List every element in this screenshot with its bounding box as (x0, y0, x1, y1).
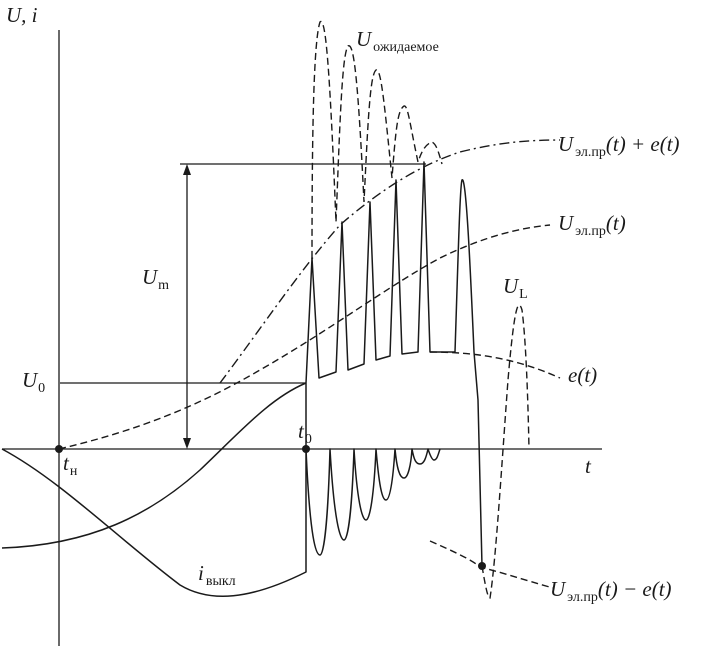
e-curve (429, 351, 561, 379)
y-axis-label: U, i (6, 3, 38, 27)
u-el-minus-e-curve (429, 540, 554, 589)
precurrent-curve (1, 382, 307, 549)
label-u-l: UL (503, 274, 528, 302)
um-arrow-head-bottom (183, 438, 191, 449)
um-arrow-head-top (183, 164, 191, 175)
u-l-curve (481, 304, 530, 599)
u-el-curve (58, 224, 551, 450)
t0-point (302, 445, 310, 453)
label-u0: U0 (22, 368, 45, 396)
u-main-voltage (305, 161, 483, 567)
min-point (478, 562, 486, 570)
tn-point (55, 445, 63, 453)
i-current-pulses (305, 448, 441, 556)
u-expected-curve (311, 20, 443, 259)
u-el-plus-e-curve (219, 139, 561, 384)
label-um: Um (142, 265, 169, 293)
x-axis-label: t (585, 454, 592, 478)
label-e: e(t) (568, 363, 597, 387)
label-t0: t0 (298, 419, 312, 447)
label-tn: tн (63, 451, 78, 479)
i-off-curve (1, 448, 307, 598)
